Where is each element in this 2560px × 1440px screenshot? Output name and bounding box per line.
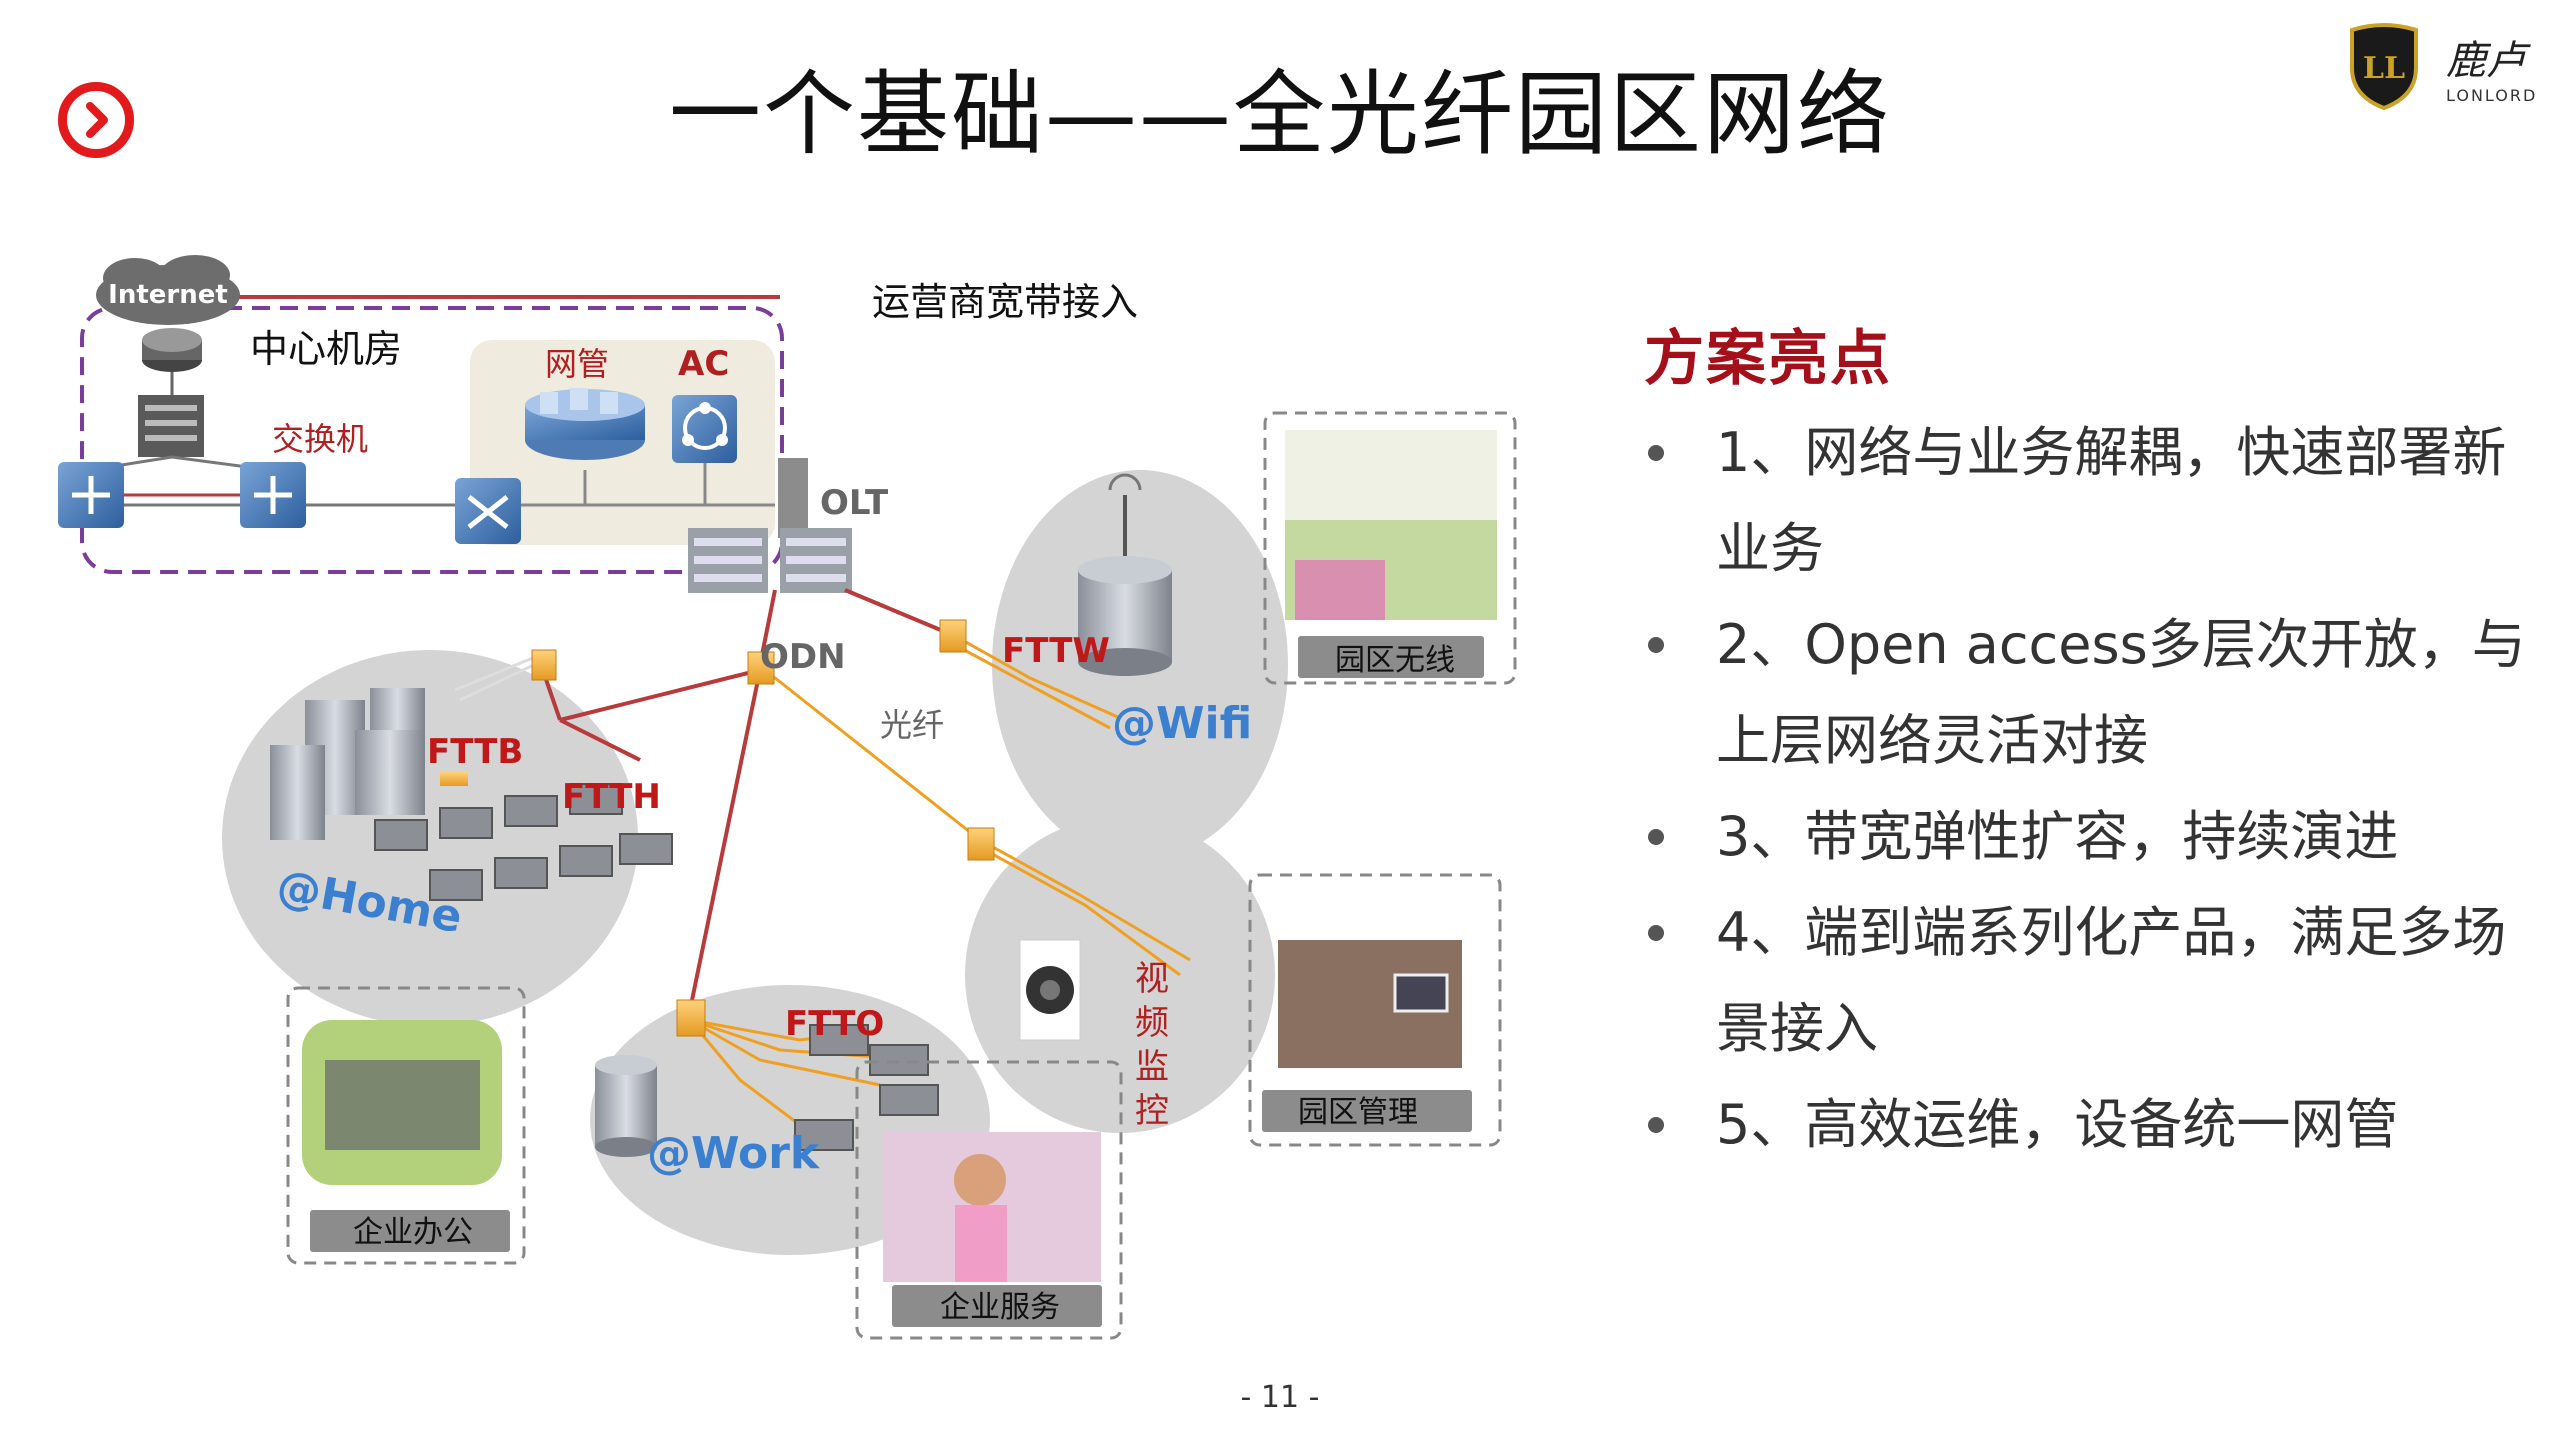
shield-badge-icon: LL: [2350, 23, 2418, 110]
page-number: - 11 -: [1240, 1380, 1320, 1415]
svg-text:LL: LL: [2363, 51, 2405, 86]
office-building-icon: [595, 1055, 657, 1157]
switch-icon-2: [240, 462, 306, 528]
switch-label: 交换机: [272, 420, 368, 458]
camera-icon: [1019, 939, 1081, 1041]
slide-title: 一个基础——全光纤园区网络: [668, 61, 1891, 168]
home-splitter-icon: [531, 649, 557, 681]
highlight-item: 4、端到端系列化产品，满足多场景接入: [1640, 885, 2540, 1077]
video-bubble: [965, 817, 1275, 1133]
ftth-label: FTTH: [562, 777, 661, 817]
bullet-dot-icon: [1648, 1117, 1664, 1133]
olt-fttw-fiber: [844, 588, 956, 638]
fttw-label: FTTW: [1002, 631, 1110, 671]
ac-controller-icon: [672, 395, 737, 463]
office-frame: [286, 986, 526, 1265]
brand-name-en: LONLORD: [2446, 86, 2538, 105]
internet-cloud-icon: Internet: [96, 255, 240, 325]
work-splitter-icon: [676, 999, 706, 1037]
bullet-dot-icon: [1648, 925, 1664, 941]
chevron-right-circle-icon: [58, 82, 134, 158]
highlights-title: 方案亮点: [1644, 324, 1892, 394]
nms-server-icon: [525, 388, 645, 460]
internet-label: Internet: [108, 280, 228, 310]
office-label: 企业办公: [353, 1215, 473, 1250]
wifi-ap-tower-icon: [1078, 473, 1172, 676]
video-surveillance-label: 视频监控: [1135, 959, 1169, 1131]
odn-work-fiber: [688, 669, 762, 1011]
service-label: 企业服务: [940, 1290, 1060, 1325]
fttb-label: FTTB: [427, 732, 523, 772]
office-label-bar: [310, 1210, 510, 1252]
center-room-label: 中心机房: [250, 327, 402, 371]
apartment-buildings-icon: [270, 688, 425, 840]
brand-name-cn: 鹿卢: [2446, 38, 2526, 84]
fiber-label: 光纤: [880, 706, 944, 744]
campus-wireless-label-bar: [1298, 636, 1484, 678]
service-frame: [855, 1060, 1123, 1340]
olt-icon: [688, 458, 852, 593]
highlight-item: 2、Open access多层次开放，与上层网络灵活对接: [1640, 597, 2540, 789]
ftto-label: FTTO: [785, 1004, 884, 1044]
bullet-dot-icon: [1648, 637, 1664, 653]
bullet-dot-icon: [1648, 829, 1664, 845]
nms-label: 网管: [545, 345, 609, 383]
office-houses-icon: [794, 1024, 939, 1151]
wifi-label: @Wifi: [1112, 698, 1252, 749]
campus-wireless-frame: [1263, 411, 1517, 685]
highlight-item: 5、高效运维，设备统一网管: [1640, 1077, 2540, 1173]
campus-wireless-label: 园区无线: [1335, 643, 1455, 678]
bullet-dot-icon: [1648, 445, 1664, 461]
router-icon: [142, 328, 202, 372]
service-label-bar: [892, 1285, 1102, 1327]
campus-mgmt-label-bar: [1262, 1090, 1472, 1132]
core-switch-icon: [138, 395, 204, 457]
fttb-box: [440, 772, 468, 786]
campus-mgmt-frame: [1248, 873, 1502, 1147]
carrier-label: 运营商宽带接入: [872, 280, 1138, 324]
switch-icon-1: [58, 462, 124, 528]
odn-video-fiber: [764, 668, 981, 842]
fttw-wifi-fiber: [954, 634, 1121, 720]
center-room-box: [80, 306, 784, 574]
odn-splitter-icon: [747, 651, 775, 685]
ac-label: AC: [678, 344, 729, 384]
highlight-item: 3、带宽弹性扩容，持续演进: [1640, 789, 2540, 885]
highlight-item: 1、网络与业务解耦，快速部署新业务: [1640, 405, 2540, 597]
fttw-splitter-icon: [939, 619, 967, 653]
houses-icon: [374, 783, 673, 901]
switch-icon-3: [455, 478, 521, 544]
campus-mgmt-label: 园区管理: [1298, 1095, 1418, 1130]
video-splitter-icon: [967, 827, 995, 861]
brand-logo: LL 鹿卢 LONLORD: [2348, 20, 2538, 120]
olt-label: OLT: [820, 483, 889, 523]
odn-label: ODN: [760, 637, 846, 677]
highlights-list: 1、网络与业务解耦，快速部署新业务 2、Open access多层次开放，与上层…: [1640, 405, 2540, 1173]
odn-home-fiber: [559, 668, 761, 722]
work-label: @Work: [647, 1128, 821, 1179]
